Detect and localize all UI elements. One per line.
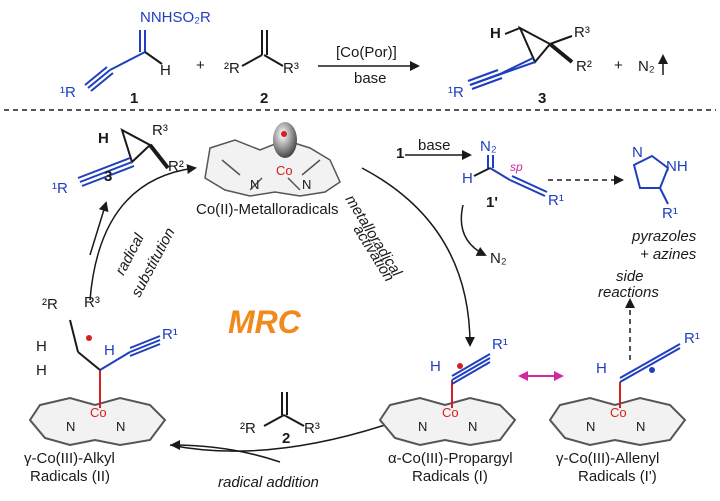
n2-release: N₂ (490, 250, 507, 267)
olefin-2 (241, 30, 284, 67)
n-prop-right: N (468, 419, 478, 434)
diazo-r1: R¹ (548, 192, 564, 209)
olefin-cycle-r2: ²R (240, 420, 256, 437)
pyrazole (632, 154, 670, 205)
compound-2-number: 2 (260, 90, 269, 107)
cyclopropane-product-3 (467, 25, 574, 90)
olefin-cycle-number: 2 (282, 430, 291, 447)
n-top-right: N (302, 177, 312, 192)
pyrazole-r1: R¹ (662, 205, 678, 222)
compound-3-number: 3 (538, 90, 547, 107)
co-alkyl: Co (90, 405, 107, 420)
allenyl-r1: R¹ (684, 330, 700, 347)
hydrazone-1 (84, 30, 146, 92)
addition-arrow-a (169, 419, 401, 452)
activation-arrow (361, 167, 475, 347)
olefin-cycle-r3: R³ (304, 420, 320, 437)
olefin-r3: R³ (283, 60, 299, 77)
allenyl-h: H (596, 360, 607, 377)
cp-r2: R² (168, 158, 184, 175)
diazo-number: 1' (486, 194, 498, 211)
diazo-n2: N₂ (480, 138, 497, 155)
pyrazoles-label: pyrazoles (632, 228, 697, 245)
base-step-label: base (418, 137, 451, 154)
plus-sign-2: + (614, 57, 623, 74)
alkyl-radical-complex (28, 319, 167, 447)
alkyl-r1: R¹ (162, 326, 178, 343)
alkyl-h3: H (104, 342, 115, 359)
diazo-1prime (487, 155, 548, 197)
alkyl-label-1: γ-Co(III)-Alkyl (24, 450, 115, 467)
n-prop-left: N (418, 419, 428, 434)
plus-sign-1: + (196, 57, 205, 74)
n-allenyl-right: N (636, 419, 646, 434)
cp-h: H (98, 130, 109, 147)
n-allenyl-left: N (586, 419, 596, 434)
allenyl-label-2: Radicals (I') (578, 468, 657, 485)
porphyrin-top (204, 139, 341, 197)
alkyl-h1: H (36, 338, 47, 355)
nitrogen-gas: N₂ (638, 58, 655, 75)
co-prop: Co (442, 405, 459, 420)
radical-dot (281, 131, 287, 137)
azines-label: + azines (640, 246, 697, 263)
side-label-2: reactions (598, 284, 659, 301)
addition-arrow-b (170, 440, 281, 463)
prop-h: H (430, 358, 441, 375)
cp-number: 3 (104, 168, 113, 185)
sp-label: sp (510, 160, 523, 174)
alkyl-h2: H (36, 362, 47, 379)
substitution-arrow (89, 164, 197, 301)
product-r2: R² (576, 58, 592, 75)
diazo-h: H (462, 170, 473, 187)
olefin-r2: ²R (224, 60, 240, 77)
alkyl-r2: ²R (42, 296, 58, 313)
alkyl-r3: R³ (84, 294, 100, 311)
product-r3: R³ (574, 24, 590, 41)
prop-r1: R¹ (492, 336, 508, 353)
n-top-left: N (250, 177, 260, 192)
side-label-1: side (616, 268, 644, 285)
compound-1-number: 1 (130, 90, 139, 107)
prop-label-2: Radicals (I) (412, 468, 488, 485)
cp-r1: ¹R (52, 180, 68, 197)
product-r1: ¹R (448, 84, 464, 101)
n-alkyl-right: N (116, 419, 126, 434)
co-allenyl: Co (610, 405, 627, 420)
base-label: base (354, 70, 387, 87)
addition-label: radical addition (218, 474, 319, 491)
hydrazone-r1: ¹R (60, 84, 76, 101)
allenyl-radical-complex (548, 343, 687, 447)
pyrazole-nh: NH (666, 158, 688, 175)
prop-label-1: α-Co(III)-Propargyl (388, 450, 513, 467)
n-alkyl-left: N (66, 419, 76, 434)
mrc-title: MRC (228, 304, 301, 340)
olefin-cycle (263, 392, 305, 427)
pyrazole-n: N (632, 144, 643, 161)
metalloradical-label: Co(II)-Metalloradicals (196, 201, 339, 218)
cp-r3: R³ (152, 122, 168, 139)
radical-orbital (273, 122, 297, 158)
hydrazone-group: NNHSO₂R (140, 9, 211, 26)
hydrazone-h: H (160, 62, 171, 79)
catalyst-label: [Co(Por)] (336, 44, 397, 61)
allenyl-label-1: γ-Co(III)-Allenyl (556, 450, 660, 467)
co-top: Co (276, 163, 293, 178)
alkyl-label-2: Radicals (II) (30, 468, 111, 485)
product-h: H (490, 25, 501, 42)
base-step-number: 1 (396, 145, 405, 162)
propargyl-radical-complex (378, 353, 517, 447)
cyclopropane-cycle (77, 127, 170, 187)
